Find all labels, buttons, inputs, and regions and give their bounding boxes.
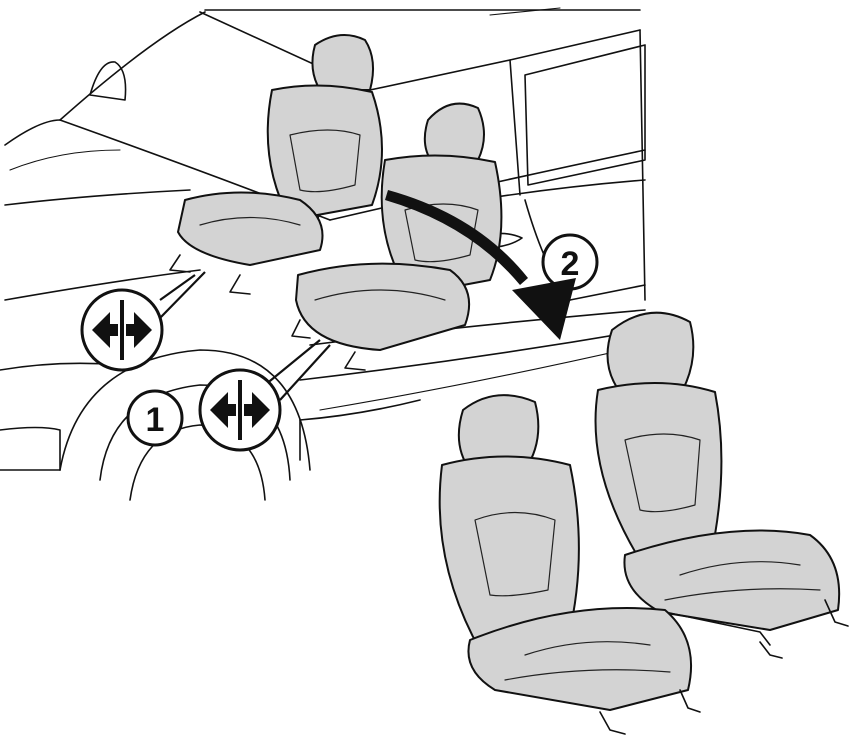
slide-adjust-arrows-icon — [200, 370, 280, 450]
step-badge-1: 1 — [128, 391, 182, 445]
removed-seat-rear — [596, 313, 848, 658]
installed-seat-driver — [170, 35, 382, 294]
step-label-2: 2 — [561, 245, 580, 283]
slide-adjust-arrows-icon — [82, 290, 162, 370]
step-label-1: 1 — [146, 401, 165, 439]
